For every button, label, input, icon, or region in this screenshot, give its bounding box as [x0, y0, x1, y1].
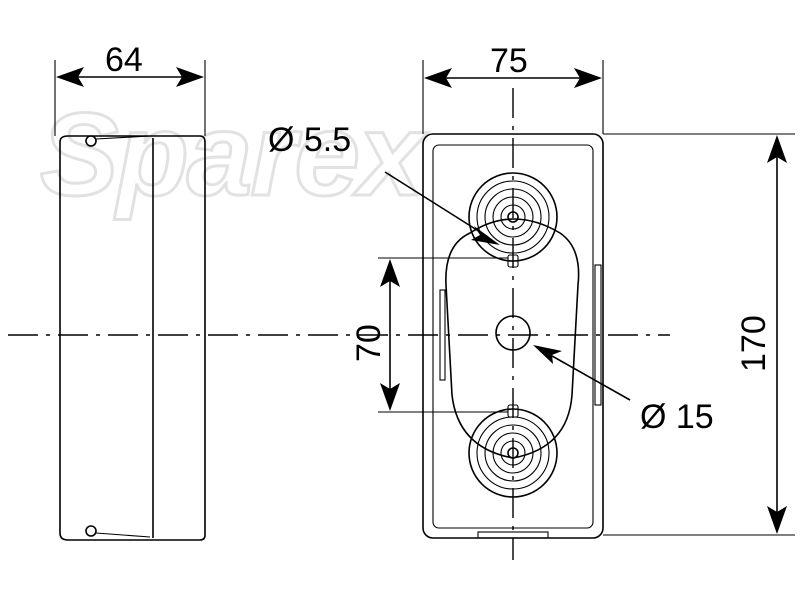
large-hole-label: Ø 15	[640, 398, 714, 436]
large-hole-callout: Ø 15	[533, 345, 714, 436]
center-hole	[495, 315, 531, 351]
watermark-logo: Sparex	[40, 89, 428, 221]
side-view-top-seam	[95, 135, 151, 140]
front-view	[422, 88, 604, 560]
side-view-bottom-seam	[95, 532, 151, 538]
hole-spacing-label: 70	[350, 324, 388, 362]
small-hole-callout: Ø 5.5	[268, 121, 500, 245]
side-view-body	[59, 135, 206, 541]
mounting-plate	[445, 218, 580, 459]
front-width-dimension: 75	[422, 42, 604, 134]
front-width-label: 75	[490, 42, 528, 80]
small-hole-label: Ø 5.5	[268, 121, 351, 159]
top-lamp	[468, 172, 558, 268]
front-right-tab	[594, 264, 602, 406]
front-bottom-tab	[477, 531, 549, 539]
height-label: 170	[735, 315, 773, 372]
side-view-bottom-screw	[85, 525, 97, 537]
front-left-tab	[439, 289, 446, 381]
hole-spacing-dimension: 70	[350, 257, 508, 413]
side-view: 64	[54, 41, 206, 541]
side-width-arrow-left	[56, 67, 84, 87]
side-view-top-screw	[85, 135, 97, 147]
bottom-lamp	[468, 404, 558, 498]
side-width-arrow-right	[176, 67, 204, 87]
height-dimension: 170	[603, 133, 795, 536]
side-width-label: 64	[105, 41, 143, 79]
